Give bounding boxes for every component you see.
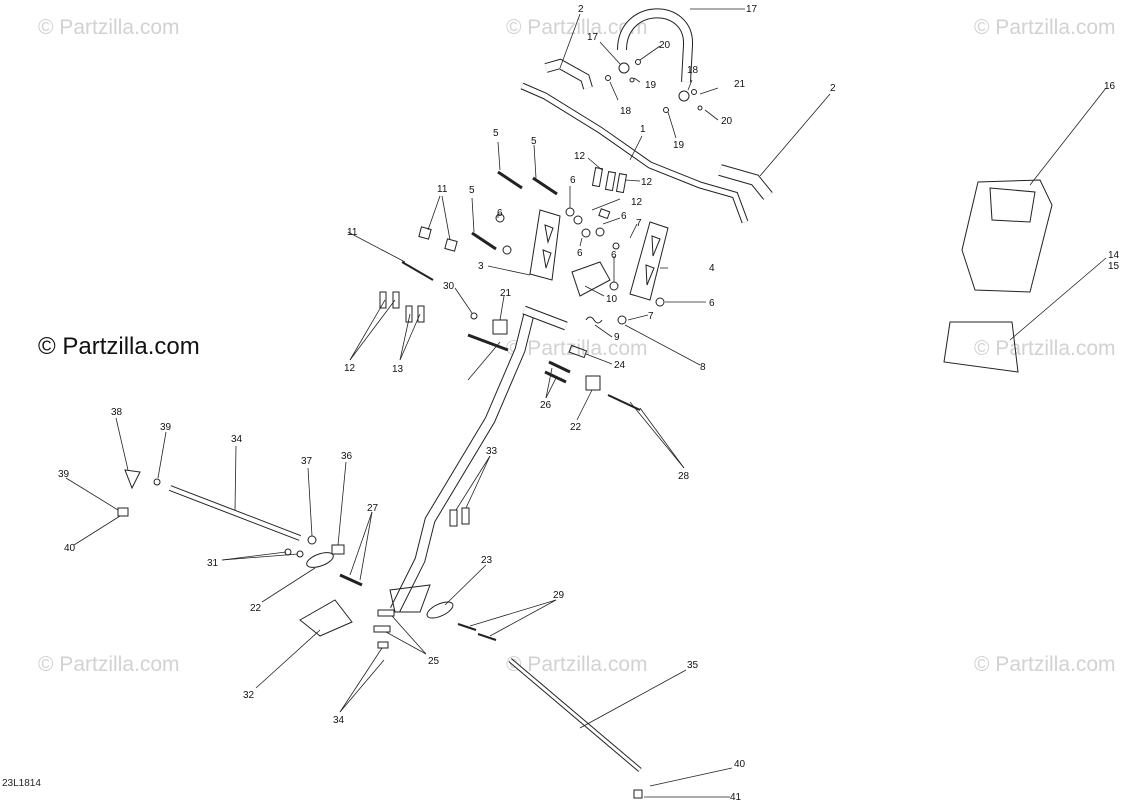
callout-24: 25: [428, 656, 440, 667]
callout-21: 21: [500, 288, 512, 299]
callout-30: 31: [207, 558, 219, 569]
callout-34: 34: [231, 434, 243, 445]
callout-4: 4: [709, 263, 715, 274]
part-9-bracket: [571, 261, 611, 297]
callout-6: 6: [611, 250, 617, 261]
callout-19: 19: [645, 80, 657, 91]
part-3-plate: [529, 209, 561, 281]
callout-26: 27: [367, 503, 379, 514]
callout-11: 12: [631, 197, 643, 208]
callout-16: 17: [746, 4, 758, 15]
callout-1: 1: [640, 124, 646, 135]
callout-6: 6: [621, 211, 627, 222]
part-4-plate: [629, 221, 669, 301]
callout-13: 14: [1108, 250, 1120, 261]
callout-32: 33: [486, 446, 498, 457]
part-13-guard: [943, 321, 1019, 373]
callout-11: 11: [437, 184, 448, 195]
callout-39: 39: [58, 469, 70, 480]
callout-6: 6: [497, 208, 503, 219]
watermark-top-center: © Partzilla.com: [506, 16, 648, 39]
leader-lines: [65, 8, 1107, 798]
watermark-top-left: © Partzilla.com: [38, 16, 180, 39]
callout-5: 5: [493, 128, 499, 139]
callout-33: 34: [333, 715, 345, 726]
watermark-bottom-right: © Partzilla.com: [974, 653, 1116, 676]
callout-28: 29: [553, 590, 565, 601]
callout-40: 40: [64, 543, 76, 554]
callout-17: 17: [587, 32, 599, 43]
callout-17: 18: [687, 65, 699, 76]
callout-23: 24: [614, 360, 626, 371]
callout-2: 2: [830, 83, 836, 94]
callout-12: 12: [574, 151, 586, 162]
callout-40: 41: [730, 792, 742, 803]
callout-31: 32: [243, 690, 255, 701]
callout-6: 6: [577, 248, 583, 259]
callout-20: 21: [734, 79, 746, 90]
callout-15: 16: [1104, 81, 1116, 92]
watermark-mid-center: © Partzilla.com: [506, 337, 648, 360]
callout-5: 5: [531, 136, 537, 147]
callout-7: 8: [700, 362, 706, 373]
part-15-cover: [961, 179, 1053, 293]
part-22-pad: [306, 552, 334, 568]
part-21-block: [492, 319, 508, 335]
callout-19: 20: [721, 116, 733, 127]
callout-36: 37: [301, 456, 313, 467]
part-31-plate: [299, 599, 353, 637]
callout-14: 15: [1108, 261, 1120, 272]
callout-21: 22: [570, 422, 582, 433]
callout-27: 28: [678, 471, 690, 482]
callout-37: 38: [111, 407, 123, 418]
part-17-clamp: [678, 90, 690, 102]
callout-10: 11: [347, 227, 358, 238]
callout-8: 9: [614, 332, 620, 343]
watermark-bottom-center: © Partzilla.com: [506, 653, 648, 676]
callout-22: 23: [481, 555, 493, 566]
callout-9: 10: [606, 294, 618, 305]
callout-35: 36: [341, 451, 353, 462]
callout-6: 6: [570, 175, 576, 186]
callout-18: 19: [673, 140, 685, 151]
part-17-clamp: [618, 62, 630, 74]
callout-5: 5: [469, 185, 475, 196]
callout-25: 26: [540, 400, 552, 411]
callout-6: 6: [709, 298, 715, 309]
callout-18: 18: [620, 106, 632, 117]
watermark-bottom-left: © Partzilla.com: [38, 653, 180, 676]
callout-3: 3: [478, 261, 484, 272]
callout-labels: 1 2 2 3 4 5 5 5 6 6 6 6 6 6 7 7 8 9 10 1…: [58, 4, 1120, 803]
callout-12: 12: [641, 177, 653, 188]
callout-34: 35: [687, 660, 699, 671]
callout-38: 39: [160, 422, 172, 433]
callout-39: 40: [734, 759, 746, 770]
callout-29: 30: [443, 281, 455, 292]
watermark-top-right: © Partzilla.com: [974, 16, 1116, 39]
callout-20: 20: [659, 40, 671, 51]
callout-2: 2: [578, 4, 584, 15]
callout-7: 7: [636, 218, 642, 229]
diagram-code: 23L1814: [2, 778, 41, 789]
callout-12: 12: [344, 363, 356, 374]
watermark-mid-right: © Partzilla.com: [974, 337, 1116, 360]
watermark-main: © Partzilla.com: [38, 333, 200, 360]
callout-6-b: 7: [648, 311, 654, 322]
callout-12: 13: [392, 364, 404, 375]
callout-22: 22: [250, 603, 262, 614]
